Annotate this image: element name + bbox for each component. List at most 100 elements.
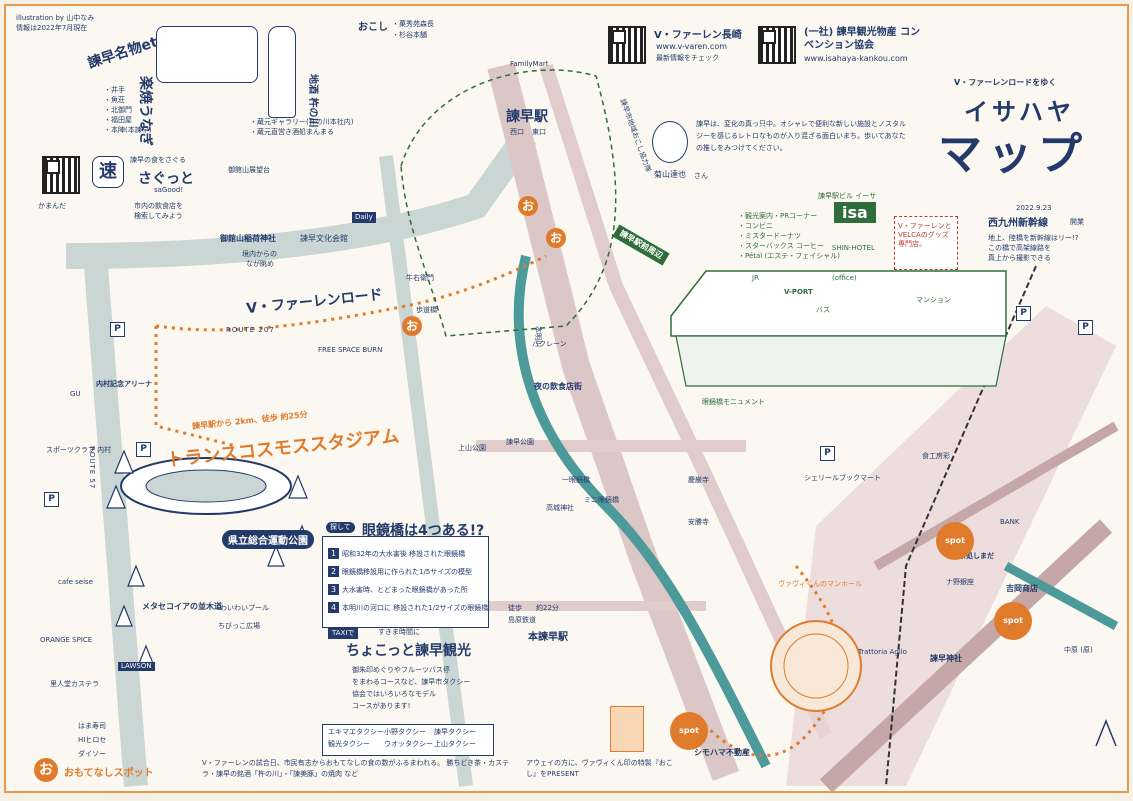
kankou-3: ・スターバックス コーヒー [738, 242, 824, 250]
shin-hotel: SHIN-HOTEL [832, 244, 875, 252]
manhole-inner [783, 633, 849, 699]
stadium-field [145, 469, 267, 503]
shinkansen-date: 2022.9.23 [1016, 204, 1052, 212]
place-ueyama: 上山公園 [458, 444, 486, 452]
taxi-co-3: 観光タクシー [328, 740, 370, 748]
qr-sagutto[interactable] [42, 156, 80, 194]
qr-kanko[interactable] [758, 26, 796, 64]
omotenashi-marker-1[interactable]: お [518, 196, 538, 216]
promoter-suffix: さん [694, 172, 708, 180]
place-manhole: ヴァヴィくんのマンホール [778, 580, 862, 588]
sightseeing-desc-3: コースがあります! [352, 702, 411, 710]
place-yoru: 夜の飲食店街 [534, 382, 582, 391]
vport-label: V-PORT [784, 288, 813, 296]
bus-label: バス [816, 306, 830, 314]
jizake-list-1: ・蔵元直営き酒処まんまる [250, 128, 334, 136]
place-hamasushi: はま寿司 [78, 722, 106, 730]
taxi-co-4: ウオッタクシー [384, 740, 433, 748]
sightseeing-title: ちょこっと諫早観光 [346, 643, 472, 659]
place-metasequoia: メタセコイアの並木道 [142, 602, 222, 611]
view-note-1: なが眺め [246, 260, 274, 268]
sagutto-desc-1: 検索してみよう [134, 212, 183, 220]
promoter-face [652, 121, 688, 163]
vvaren-url[interactable]: www.v-varen.com [656, 42, 727, 51]
place-takashiro: 高城神社 [546, 504, 574, 512]
omotenashi-marker-3[interactable]: お [402, 316, 422, 336]
parking-icon: P [44, 492, 59, 507]
place-freespace: FREE SPACE BURN [318, 346, 383, 354]
goods-shop-box [894, 216, 958, 270]
sightseeing-desc-1: をまわるコースなど、諫早市タクシー [352, 678, 471, 686]
kankou-2: ・ミスタードーナツ [738, 232, 801, 240]
honisahaya-note-0: 島原鉄道 [508, 616, 536, 624]
place-trattoria: Trattoria Agilo [858, 648, 907, 656]
road-national [65, 128, 537, 269]
shinkansen-kaigyo: 開業 [1070, 218, 1084, 226]
sightseeing-note: すきま時間に [378, 628, 420, 636]
place-bank: BANK [1000, 518, 1020, 526]
meibutsu-list-4: ・本陣(本諫早) [104, 126, 152, 134]
place-daiso: ダイソー [78, 750, 106, 758]
promoter-name: 菊山達也 [654, 170, 686, 179]
omotenashi-spot-east[interactable]: spot [936, 522, 974, 560]
unagi-illust [156, 26, 258, 83]
vfaren-road-line [155, 254, 547, 332]
place-nishikyu: シェリールブックマート [804, 474, 881, 482]
goods-shop: V・ファーレンと VELCAのグッズ 専門店。 [898, 222, 952, 248]
credit: illustration by 山中なみ [16, 14, 95, 22]
place-lawson: LAWSON [118, 662, 155, 671]
place-cafe: cafe seise [58, 578, 93, 586]
place-seifu: 諫早公園 [506, 438, 534, 446]
kanko-url[interactable]: www.isahaya-kankou.com [804, 54, 908, 63]
view-note-0: 境内からの [242, 250, 277, 258]
omotenashi-spot-south[interactable]: spot [670, 712, 708, 750]
place-mini: ミニ眼鏡橋 [584, 496, 619, 504]
station-name: 諫早駅 [506, 109, 548, 125]
vfaren-route-stadium [154, 326, 237, 448]
parking-icon: P [1078, 320, 1093, 335]
vvaren-note: 最新情報をチェック [656, 54, 719, 62]
station-building [670, 270, 1007, 337]
sightseeing-desc-0: 御朱印めぐりやフルーツバス停 [352, 666, 450, 674]
megane-box [322, 536, 489, 628]
okoshi-package-illust [610, 706, 644, 752]
sightseeing-desc-2: 協会ではいろいろなモデル [352, 690, 436, 698]
place-sakura: ナ野銀座 [946, 578, 974, 586]
bunka-hall: 諫早文化会館 [300, 234, 348, 243]
place-hi: HIヒロセ [78, 736, 107, 744]
place-ome: お茶処しまだ [952, 552, 994, 560]
road-57 [84, 265, 148, 787]
kankou-4: ・Pétal (エステ・フェイシャル) [738, 252, 840, 260]
shinkansen-desc-0: 地上、陸橋を新幹線はリー!? [988, 234, 1079, 242]
shinkansen-desc-2: 真上から撮影できる [988, 254, 1051, 262]
jizake-list-0: ・蔵元ギャラリー(杵の川本社内) [250, 118, 354, 126]
station-east: 東口 [532, 128, 546, 136]
place-gyokusei: 食工房彩 [922, 452, 950, 460]
taxi-co-2: 諫早タクシー [434, 728, 476, 736]
omotenashi-present: アウェイの方に、ヴァヴィくん印の特製『おこし』をPRESENT [526, 759, 673, 778]
unagi-label: 楽焼うなぎ [137, 76, 153, 146]
megane-title: 眼鏡橋は4つある!? [362, 523, 485, 539]
promoter-quote: 諫早は、変化の真っ只中。オシャレで便利な新しい施設とノスタルジーを感じるレトロな… [696, 120, 906, 152]
isa-sub: 諫早駅ビル イーサ [818, 192, 877, 200]
omotenashi-marker-2[interactable]: お [546, 228, 566, 248]
mitachiyama-shrine: 御館山稲荷神社 [220, 234, 276, 243]
mansion-label: マンション [916, 296, 951, 304]
road-east [819, 519, 1113, 791]
place-hodokyo: 歩道橋 [416, 306, 437, 314]
road-parallel [539, 63, 833, 739]
map-subtitle: V・ファーレンロードをゆく [954, 78, 1057, 87]
kanko-title: (一社) 諫早観光物産 コンベンション協会 [804, 27, 921, 51]
qr-vvaren[interactable] [608, 26, 646, 64]
illustrated-map: illustration by 山中なみ 情報は2022年7月現在 諫早名物et… [4, 4, 1129, 793]
taxi-co-5: 上山タクシー [434, 740, 476, 748]
route207-label: ROUTE 207 [226, 326, 275, 334]
place-ichi: 一眼鏡橋 [562, 476, 590, 484]
okoshi-list-1: ・杉谷本舗 [392, 31, 427, 39]
omotenashi-spot-east2[interactable]: spot [994, 602, 1032, 640]
shinkansen-desc-1: この橋で高架線路を [988, 244, 1051, 252]
map-title-1: イサハヤ [964, 98, 1076, 126]
sagutto-en: saGood! [154, 186, 184, 194]
